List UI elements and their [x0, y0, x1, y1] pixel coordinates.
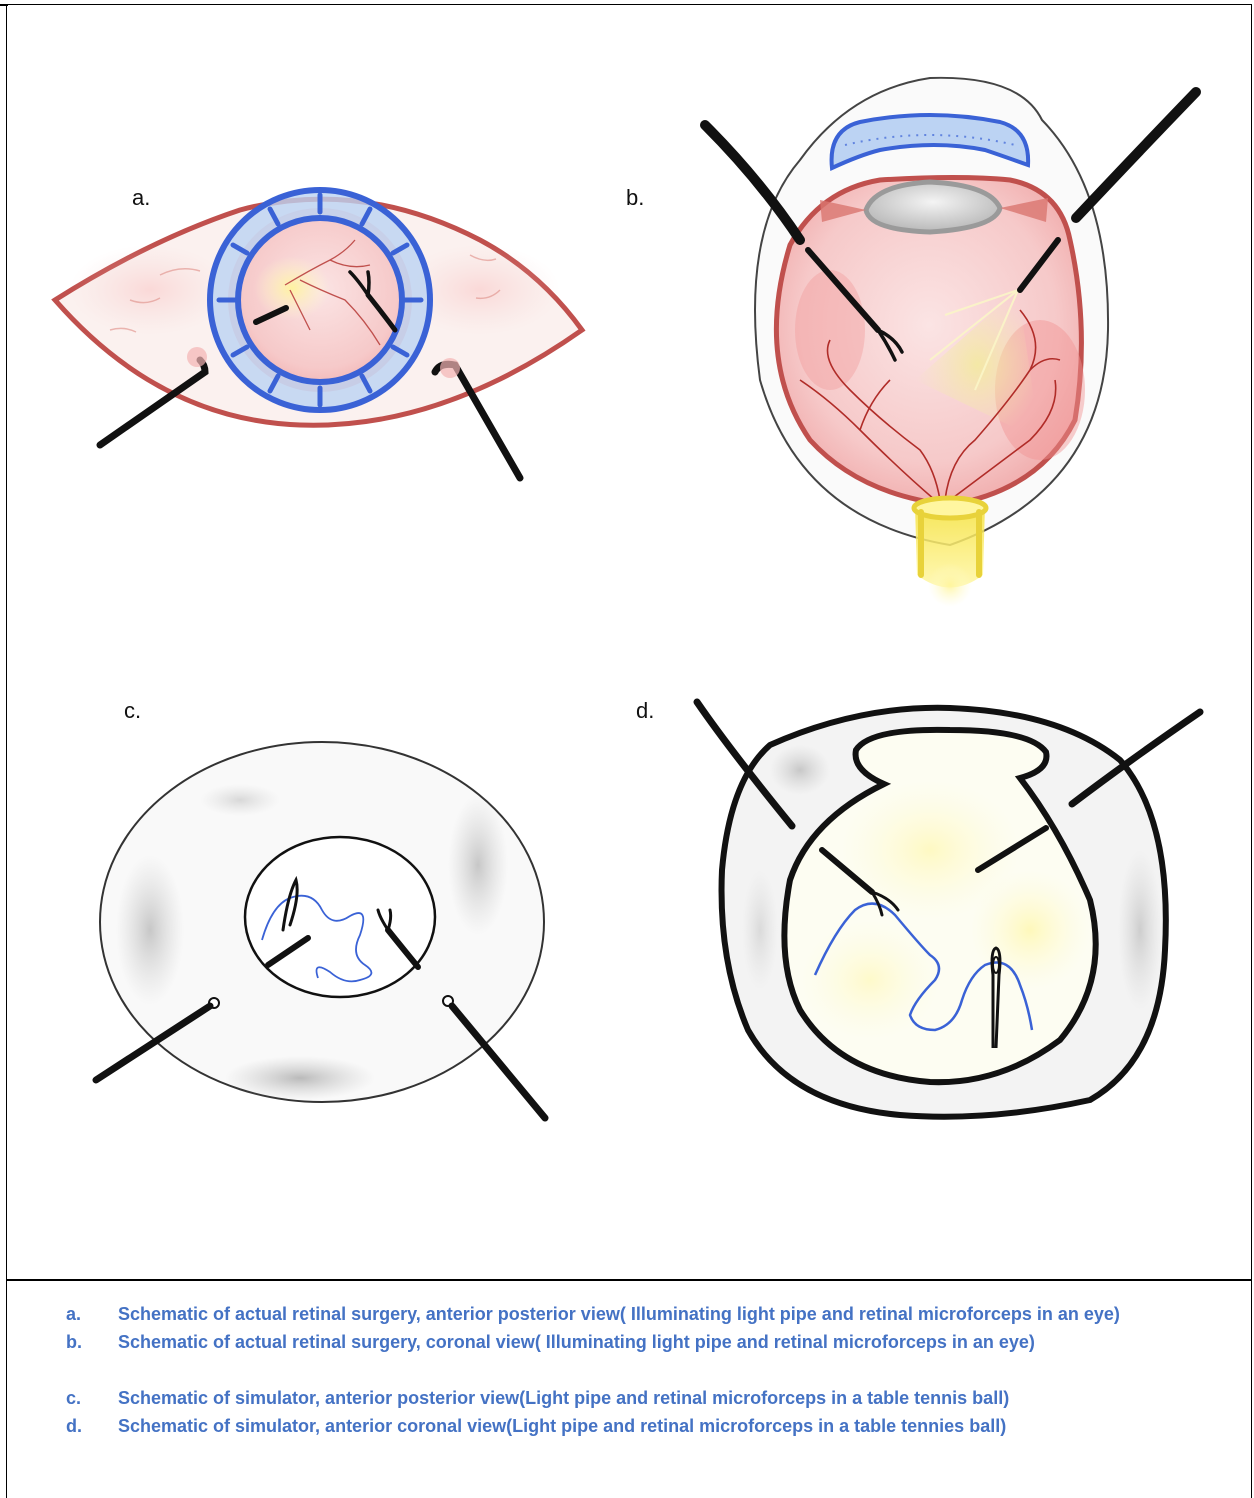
caption-b-letter: b.	[66, 1328, 82, 1356]
caption-a-text: Schematic of actual retinal surgery, ant…	[118, 1304, 1120, 1324]
caption-d-letter: d.	[66, 1412, 82, 1440]
panel-a-anterior-view: a.	[55, 185, 582, 478]
caption-a: a. Schematic of actual retinal surgery, …	[66, 1300, 1226, 1328]
panel-b-label: b.	[626, 185, 644, 210]
panel-a-label: a.	[132, 185, 150, 210]
caption-c: c. Schematic of simulator, anterior post…	[66, 1384, 1226, 1412]
panel-c-simulator-anterior: c.	[96, 698, 545, 1118]
panel-c-label: c.	[124, 698, 141, 723]
caption-c-letter: c.	[66, 1384, 81, 1412]
ball-window	[245, 837, 435, 997]
caption-list: a. Schematic of actual retinal surgery, …	[66, 1300, 1226, 1440]
caption-d-text: Schematic of simulator, anterior coronal…	[118, 1416, 1006, 1436]
lens	[866, 182, 1000, 232]
panel-d-simulator-coronal: d.	[636, 698, 1200, 1117]
caption-d: d. Schematic of simulator, anterior coro…	[66, 1412, 1226, 1440]
caption-c-text: Schematic of simulator, anterior posteri…	[118, 1388, 1009, 1408]
caption-a-letter: a.	[66, 1300, 81, 1328]
light-pipe-shaft-b	[1076, 92, 1196, 218]
caption-b: b. Schematic of actual retinal surgery, …	[66, 1328, 1226, 1356]
figure-panels: a.	[0, 0, 1254, 1280]
caption-b-text: Schematic of actual retinal surgery, cor…	[118, 1332, 1035, 1352]
panel-b-coronal-section: b.	[626, 78, 1196, 607]
panel-d-label: d.	[636, 698, 654, 723]
